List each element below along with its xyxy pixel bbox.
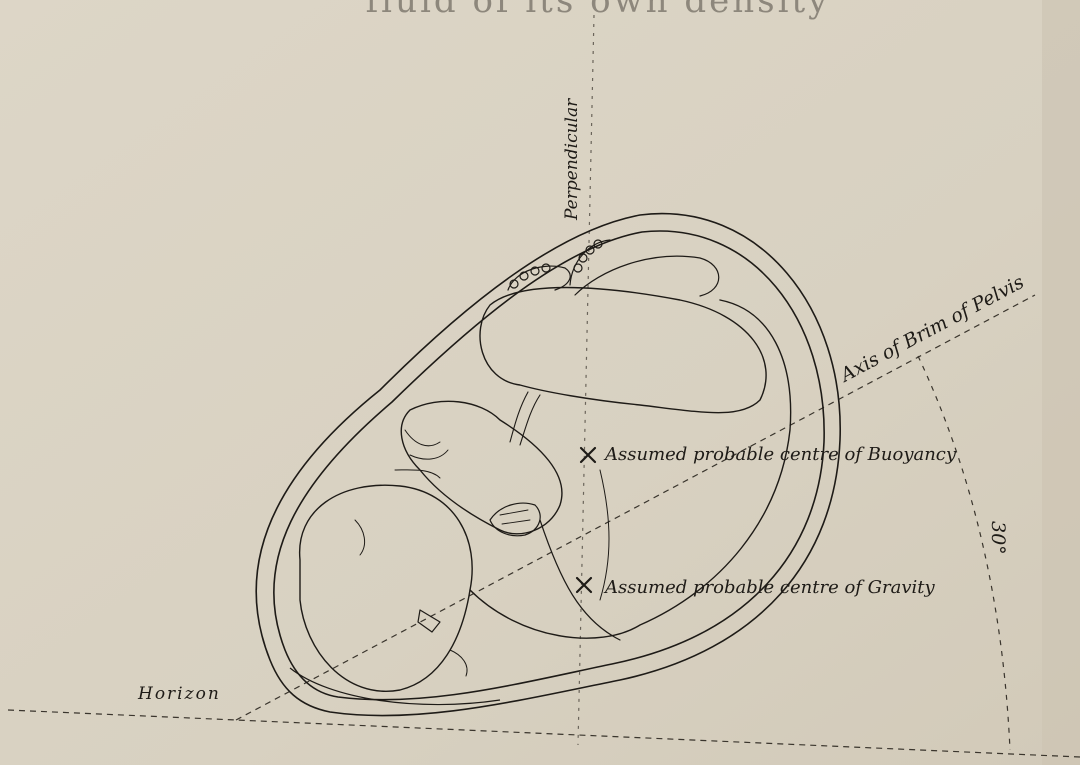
header-fragment: fluid of its own density <box>366 0 831 21</box>
angle-label: 30° <box>987 521 1009 555</box>
buoyancy-label: Assumed probable centre of Buoyancy <box>603 444 957 465</box>
horizon-label: Horizon <box>137 684 221 704</box>
gravity-label: Assumed probable centre of Gravity <box>603 577 936 598</box>
perpendicular-label: Perpendicular <box>562 98 582 221</box>
page-edge-shadow <box>1042 0 1080 765</box>
